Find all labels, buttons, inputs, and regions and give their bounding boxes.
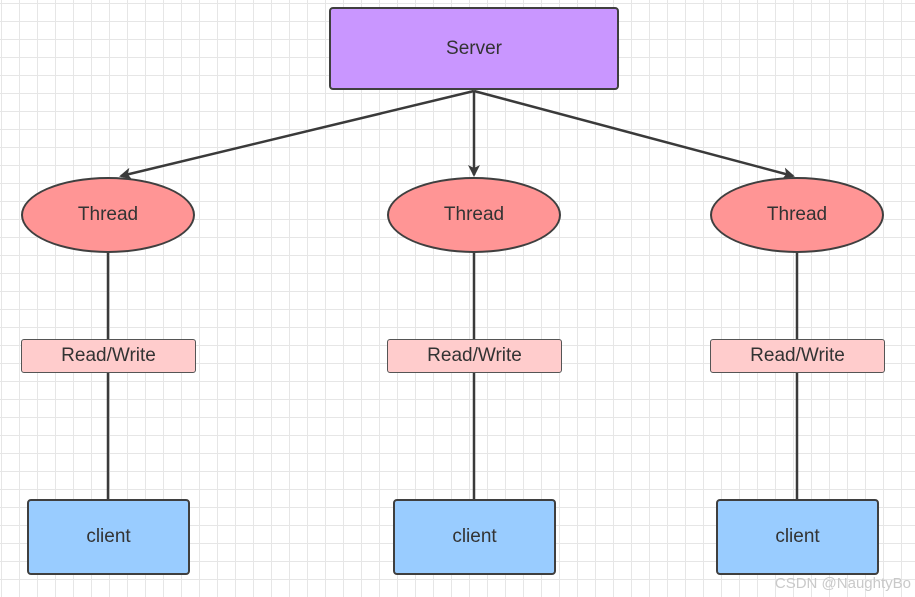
read-write-label-1: Read/Write xyxy=(61,345,156,366)
read-write-node-1: Read/Write xyxy=(21,339,196,373)
client-label-3: client xyxy=(775,526,820,547)
thread-label-3: Thread xyxy=(766,204,828,225)
thread-node-1: Thread xyxy=(21,177,195,253)
read-write-node-2: Read/Write xyxy=(387,339,562,373)
client-label-2: client xyxy=(452,526,497,547)
arrow-server-thread-1 xyxy=(119,89,475,180)
client-node-2: client xyxy=(393,499,556,575)
client-label-1: client xyxy=(86,526,131,547)
client-node-1: client xyxy=(27,499,190,575)
thread-label-1: Thread xyxy=(77,204,139,225)
read-write-label-3: Read/Write xyxy=(750,345,845,366)
thread-node-2: Thread xyxy=(387,177,561,253)
watermark: CSDN @NaughtyBo xyxy=(774,575,911,592)
arrow-server-thread-3 xyxy=(473,89,795,180)
server-label: Server xyxy=(446,37,502,59)
read-write-label-2: Read/Write xyxy=(427,345,522,366)
client-node-3: client xyxy=(716,499,879,575)
server-node: Server xyxy=(329,7,619,90)
thread-node-3: Thread xyxy=(710,177,884,253)
read-write-node-3: Read/Write xyxy=(710,339,885,373)
thread-label-2: Thread xyxy=(443,204,505,225)
